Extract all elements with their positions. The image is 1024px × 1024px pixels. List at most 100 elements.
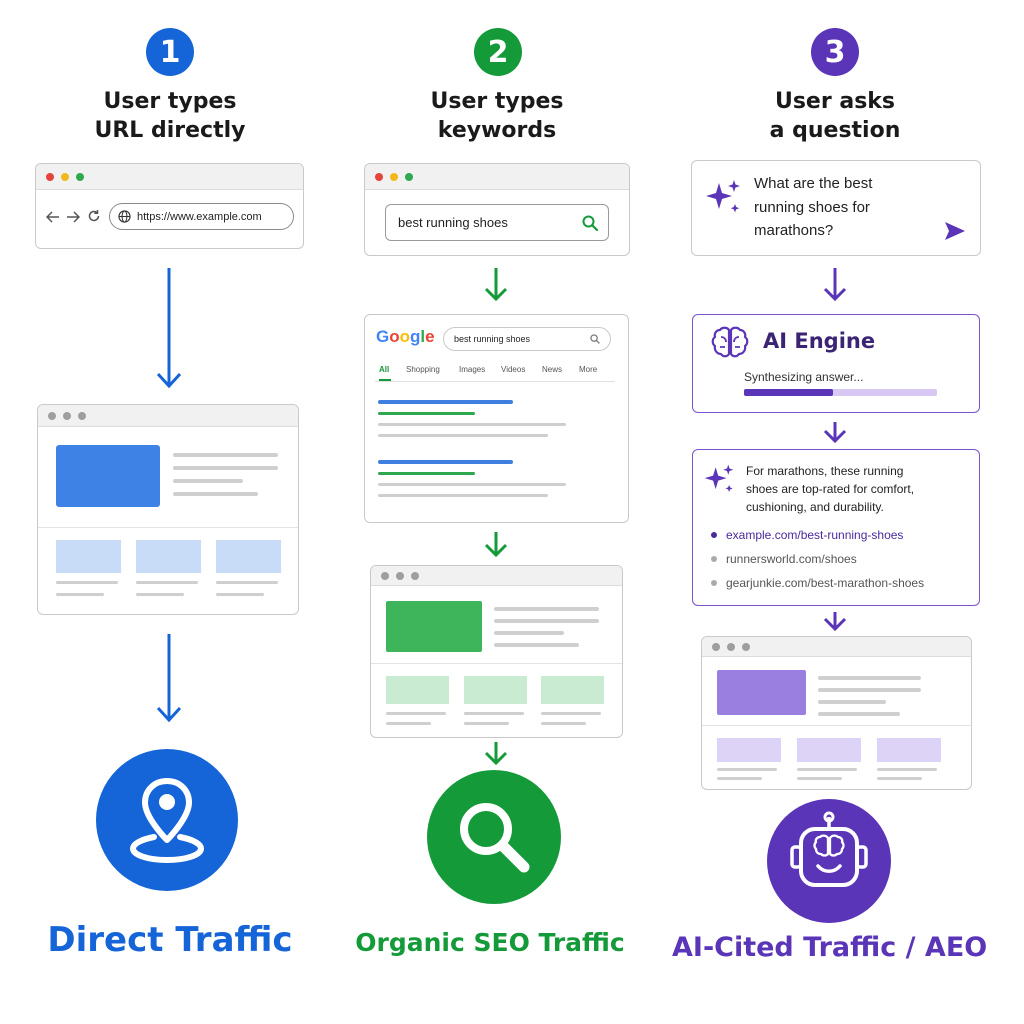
window-dot xyxy=(78,411,86,420)
direct-traffic-label: Direct Traffic xyxy=(47,920,293,960)
maximize-dot xyxy=(76,172,84,181)
bullet-dot xyxy=(711,556,717,562)
flow-arrow-3b xyxy=(823,422,847,444)
text-line xyxy=(541,722,586,725)
result-title-line[interactable] xyxy=(378,400,513,404)
step-2-title: User types keywords xyxy=(367,87,627,145)
tab-more[interactable]: More xyxy=(579,365,598,374)
tab-videos[interactable]: Videos xyxy=(501,365,526,374)
result-url-line xyxy=(378,412,475,415)
step-3-title-line2: a question xyxy=(769,118,901,143)
tab-shopping[interactable]: Shopping xyxy=(406,365,440,374)
ai-engine-card: AI Engine Synthesizing answer... xyxy=(692,314,980,413)
section-divider xyxy=(38,527,298,528)
text-line xyxy=(216,593,264,596)
step-3-title: User asks a question xyxy=(705,87,965,145)
text-line xyxy=(494,607,599,611)
close-dot xyxy=(46,172,54,181)
sparkle-icon xyxy=(704,464,734,492)
text-line xyxy=(173,466,278,470)
sparkle-icon xyxy=(706,180,740,213)
question-line: What are the best xyxy=(754,175,873,192)
step-1-number: 1 xyxy=(146,28,194,76)
text-line xyxy=(386,712,446,715)
maximize-dot xyxy=(405,172,413,181)
window-dot xyxy=(48,411,56,420)
tab-news[interactable]: News xyxy=(542,365,563,374)
card-block xyxy=(464,676,527,704)
window-dot xyxy=(381,571,389,580)
window-dot xyxy=(712,642,720,651)
result-title-line[interactable] xyxy=(378,460,513,464)
serp-tabs: All Shopping Images Videos News More xyxy=(379,365,619,381)
forward-arrow-icon[interactable] xyxy=(66,211,80,223)
result-url-line xyxy=(378,472,475,475)
close-dot xyxy=(375,172,383,181)
hero-image-block xyxy=(56,445,160,507)
search-input[interactable]: best running shoes xyxy=(385,204,609,241)
source-link[interactable]: example.com/best-running-shoes xyxy=(726,528,904,542)
hero-image-block xyxy=(717,670,806,715)
question-text: What are the best running shoes for mara… xyxy=(754,172,872,243)
magnifier-icon xyxy=(460,803,530,873)
question-line: marathons? xyxy=(754,222,834,239)
globe-icon xyxy=(118,210,131,223)
search-icon[interactable] xyxy=(590,334,600,344)
answer-text: For marathons, these running shoes are t… xyxy=(746,462,914,516)
source-item[interactable]: runnersworld.com/shoes xyxy=(711,552,857,566)
flow-arrow-2c xyxy=(484,742,508,766)
section-divider xyxy=(371,663,622,664)
reload-icon[interactable] xyxy=(87,209,101,223)
result-snippet-line xyxy=(378,423,566,426)
flow-arrow-1a xyxy=(156,268,182,389)
source-item[interactable]: gearjunkie.com/best-marathon-shoes xyxy=(711,576,924,590)
text-line xyxy=(56,581,118,584)
text-line xyxy=(877,777,922,780)
step-2-title-line2: keywords xyxy=(437,118,557,143)
text-line xyxy=(877,768,937,771)
send-icon[interactable] xyxy=(944,221,966,241)
question-input-box[interactable]: What are the best running shoes for mara… xyxy=(691,160,981,256)
card-block xyxy=(386,676,449,704)
flow-arrow-1b xyxy=(156,634,182,723)
tab-all[interactable]: All xyxy=(379,365,390,374)
ai-engine-title: AI Engine xyxy=(763,329,876,353)
card-block xyxy=(216,540,281,573)
organic-traffic-label: Organic SEO Traffic xyxy=(355,928,625,957)
google-logo: Google xyxy=(376,327,435,346)
text-line xyxy=(494,643,579,647)
card-block xyxy=(877,738,941,762)
flow-arrow-2a xyxy=(484,268,508,302)
question-line: running shoes for xyxy=(754,198,870,216)
ai-engine-status: Synthesizing answer... xyxy=(744,370,864,384)
text-line xyxy=(216,581,278,584)
text-line xyxy=(173,479,243,483)
text-line xyxy=(797,768,857,771)
source-link[interactable]: runnersworld.com/shoes xyxy=(726,552,857,566)
step-2-title-line1: User types xyxy=(430,89,564,114)
ai-traffic-circle xyxy=(767,799,891,923)
text-line xyxy=(494,619,599,623)
bullet-dot xyxy=(711,580,717,586)
search-icon[interactable] xyxy=(582,215,598,231)
tab-images[interactable]: Images xyxy=(459,365,486,374)
url-input[interactable]: https://www.example.com xyxy=(109,203,294,230)
tab-underline xyxy=(379,379,391,381)
text-line xyxy=(541,712,601,715)
text-line xyxy=(797,777,842,780)
back-arrow-icon[interactable] xyxy=(46,211,60,223)
window-dot xyxy=(63,411,71,420)
card-block xyxy=(797,738,861,762)
text-line xyxy=(464,722,509,725)
search-results-window: Google best running shoes All Shopping I… xyxy=(364,314,629,523)
text-line xyxy=(464,712,524,715)
serp-search-input[interactable]: best running shoes xyxy=(443,327,611,351)
card-block xyxy=(56,540,121,573)
source-link[interactable]: gearjunkie.com/best-marathon-shoes xyxy=(726,576,925,590)
step-1-title-line1: User types xyxy=(103,89,237,114)
step-3-title-line1: User asks xyxy=(774,89,896,114)
source-item[interactable]: example.com/best-running-shoes xyxy=(711,528,903,542)
organic-traffic-circle xyxy=(427,770,561,904)
landing-page-window xyxy=(701,636,972,790)
text-line xyxy=(56,593,104,596)
